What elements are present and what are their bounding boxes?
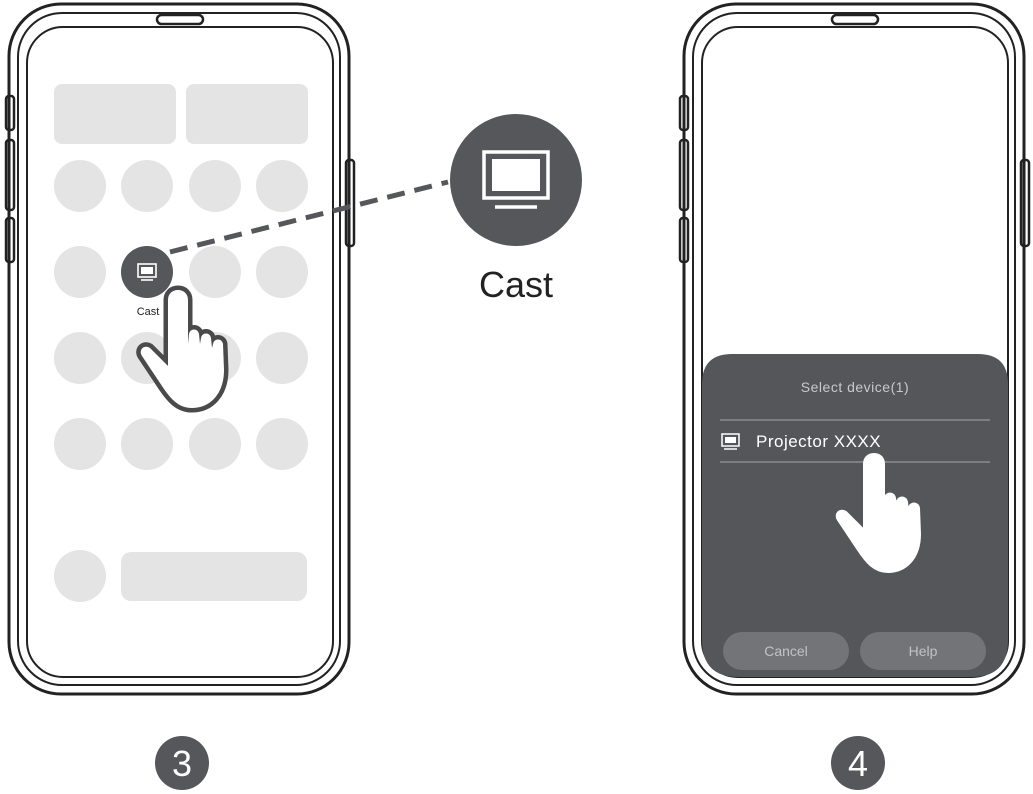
- callout-connector-line: [169, 179, 449, 255]
- quick-panel-tile-wide[interactable]: [186, 84, 308, 144]
- cancel-button[interactable]: Cancel: [723, 632, 849, 670]
- phone-step-3: Cast: [4, 2, 356, 696]
- quick-panel-tile-wide[interactable]: [54, 84, 176, 144]
- monitor-icon: [721, 433, 740, 450]
- step-4-number: 4: [848, 743, 868, 784]
- quick-toggle[interactable]: [54, 160, 106, 212]
- quick-toggle[interactable]: [54, 246, 106, 298]
- cancel-button-label: Cancel: [764, 643, 808, 659]
- cast-toggle-label: Cast: [137, 306, 160, 318]
- phone-speaker: [830, 13, 880, 26]
- cast-callout-label: Cast: [479, 264, 553, 305]
- select-device-sheet: [702, 354, 1008, 677]
- phone-bezel: [17, 12, 341, 686]
- quick-toggle[interactable]: [189, 246, 241, 298]
- quick-toggle[interactable]: [54, 550, 106, 602]
- brightness-slider-bar[interactable]: [121, 552, 307, 601]
- quick-toggle[interactable]: [189, 160, 241, 212]
- quick-toggle[interactable]: [256, 418, 308, 470]
- cast-quick-toggle[interactable]: [121, 246, 173, 298]
- quick-toggle[interactable]: [54, 418, 106, 470]
- monitor-icon: [482, 150, 550, 209]
- step-3-number: 3: [172, 743, 192, 784]
- quick-toggle[interactable]: [54, 332, 106, 384]
- device-name: Projector XXXX: [756, 432, 881, 451]
- step-4-badge: 4: [831, 736, 885, 790]
- phone-speaker: [155, 13, 205, 26]
- device-list-item[interactable]: Projector XXXX: [712, 424, 998, 458]
- phone-step-4: Select device(1) Projector XXXX Cancel H…: [678, 2, 1031, 696]
- phone-body: [682, 2, 1026, 696]
- phone-bezel: [692, 12, 1016, 686]
- cast-callout: [450, 114, 582, 246]
- sheet-title: Select device(1): [801, 379, 909, 395]
- quick-toggle[interactable]: [121, 418, 173, 470]
- help-button[interactable]: Help: [860, 632, 986, 670]
- quick-toggle[interactable]: [189, 418, 241, 470]
- help-button-label: Help: [909, 643, 938, 659]
- quick-toggle[interactable]: [256, 246, 308, 298]
- quick-toggle[interactable]: [121, 160, 173, 212]
- step-3-badge: 3: [155, 736, 209, 790]
- phone-screen: [26, 26, 334, 678]
- quick-toggle[interactable]: [256, 332, 308, 384]
- monitor-icon: [137, 263, 157, 281]
- phone-body: [7, 2, 351, 696]
- quick-toggle[interactable]: [256, 160, 308, 212]
